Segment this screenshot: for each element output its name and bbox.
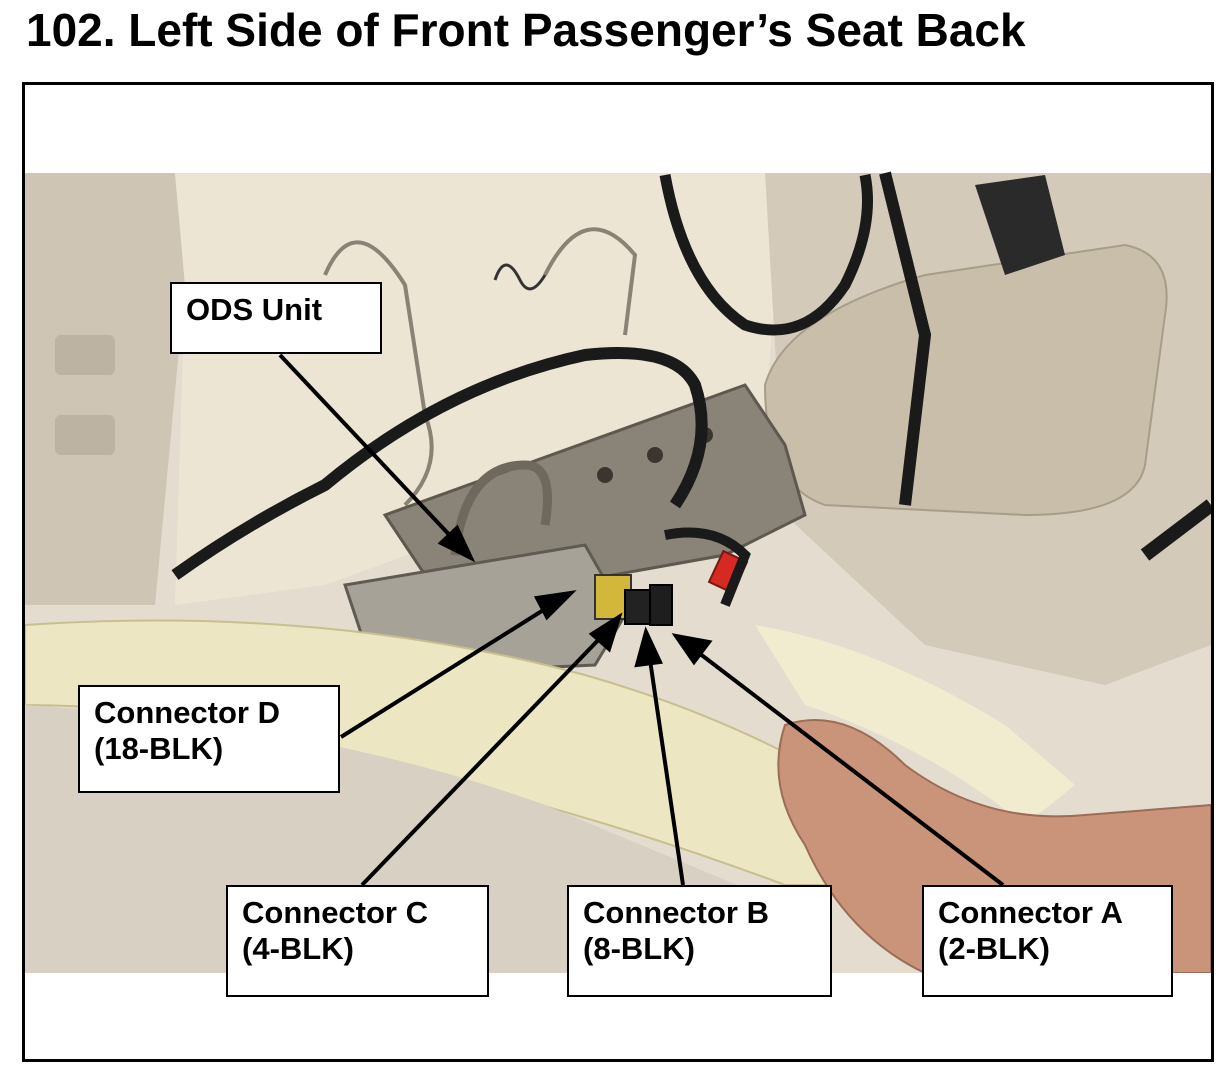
leader-a bbox=[693, 648, 1005, 887]
bracket-handle bbox=[450, 460, 552, 556]
callout-connector-c: Connector C (4-BLK) bbox=[226, 885, 489, 997]
callout-a-line-1: Connector A bbox=[938, 895, 1123, 930]
arrowhead-b bbox=[634, 626, 663, 668]
seat-frame-slot bbox=[55, 415, 115, 455]
callout-d-line-1: Connector D bbox=[94, 695, 280, 730]
seat-foam-edge bbox=[755, 625, 1075, 825]
arrowhead-ods bbox=[437, 524, 476, 563]
wire-spring bbox=[323, 240, 434, 507]
connector-b-body bbox=[649, 584, 673, 626]
arrowhead-a bbox=[671, 633, 713, 666]
callout-c-line-1: Connector C bbox=[242, 895, 428, 930]
wire-harness bbox=[659, 173, 873, 336]
wire-harness bbox=[1140, 499, 1211, 561]
callout-connector-d: Connector D (18-BLK) bbox=[78, 685, 340, 793]
figure-frame: ODS Unit Connector D (18-BLK) Connector … bbox=[22, 82, 1214, 1062]
velcro-strap bbox=[975, 175, 1065, 275]
callout-b-line-2: (8-BLK) bbox=[583, 931, 695, 966]
callout-b-line-1: Connector B bbox=[583, 895, 769, 930]
seat-frame-slot bbox=[55, 335, 115, 375]
callout-a-line-2: (2-BLK) bbox=[938, 931, 1050, 966]
wire-spring bbox=[543, 227, 638, 336]
callout-ods-unit: ODS Unit bbox=[170, 282, 382, 354]
callout-connector-a: Connector A (2-BLK) bbox=[922, 885, 1173, 997]
callout-connector-b: Connector B (8-BLK) bbox=[567, 885, 832, 997]
bracket-hole bbox=[597, 467, 613, 483]
bracket-hole bbox=[647, 447, 663, 463]
callout-d-line-2: (18-BLK) bbox=[94, 731, 224, 766]
wire-harness bbox=[664, 527, 751, 607]
page-title: 102. Left Side of Front Passenger’s Seat… bbox=[26, 4, 1026, 56]
handwritten-mark bbox=[493, 263, 547, 291]
wire-harness bbox=[879, 171, 932, 506]
arrowhead-c bbox=[588, 612, 623, 653]
callout-ods-line-1: ODS Unit bbox=[186, 292, 323, 327]
arrowhead-d bbox=[533, 590, 577, 621]
seat-back-photo bbox=[25, 85, 1211, 1059]
wire-harness bbox=[171, 347, 708, 580]
leader-ods bbox=[278, 353, 459, 545]
leader-d bbox=[339, 602, 555, 739]
seat-trim-left bbox=[25, 173, 185, 605]
leader-c bbox=[360, 631, 607, 887]
callout-c-line-2: (4-BLK) bbox=[242, 931, 354, 966]
leader-b bbox=[647, 652, 685, 886]
